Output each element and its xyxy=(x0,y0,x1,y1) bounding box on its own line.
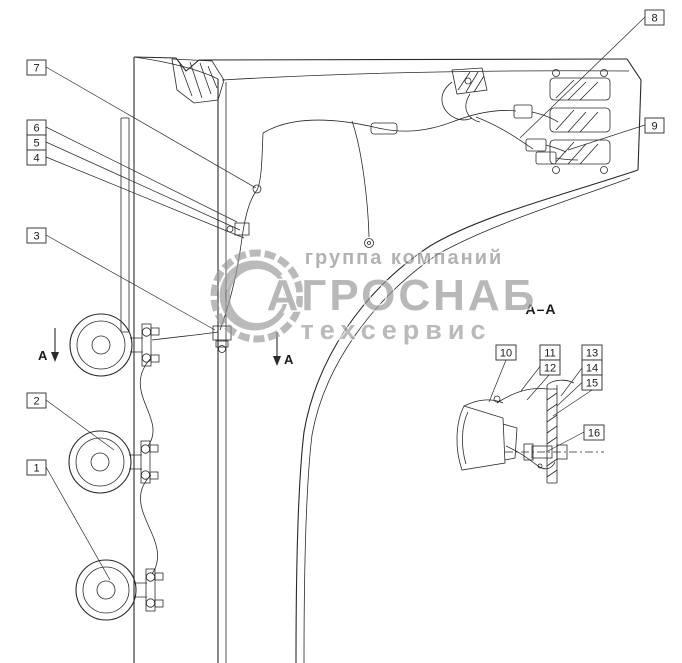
watermark-name-text: АГРОСНАБ xyxy=(267,271,538,320)
callout-14-label: 14 xyxy=(586,363,598,375)
lamp-middle xyxy=(68,430,159,494)
relay-block xyxy=(549,69,611,174)
watermark-service-text: техсервис xyxy=(301,315,492,345)
callout-5-label: 5 xyxy=(33,138,39,150)
callout-3-box xyxy=(26,227,47,244)
agrosnab-logo-icon xyxy=(210,249,304,343)
wire-clip xyxy=(252,184,262,194)
callout-16-box xyxy=(583,424,605,441)
callout-9-label: 9 xyxy=(651,121,657,133)
callout-3-label: 3 xyxy=(33,231,39,243)
callout-13-label: 13 xyxy=(586,348,598,360)
connector-plugs xyxy=(513,104,579,165)
callout-7-box xyxy=(26,59,47,76)
callout-9-box xyxy=(644,117,665,134)
section-view-title: A–A xyxy=(525,301,556,317)
callout-16-label: 16 xyxy=(588,428,600,440)
callout-4-label: 4 xyxy=(33,153,39,165)
callout-11-label: 11 xyxy=(544,348,555,360)
lamp-bottom xyxy=(75,559,164,621)
wiring-harness xyxy=(139,110,534,575)
callout-12-label: 12 xyxy=(544,363,556,375)
callout-7-label: 7 xyxy=(33,63,39,75)
callout-12-box xyxy=(539,359,561,376)
callout-10-label: 10 xyxy=(500,348,512,360)
callout-1-label: 1 xyxy=(33,463,39,475)
cut-marker-left-label: A xyxy=(38,348,48,363)
top-bracket xyxy=(441,67,488,123)
callout-10-box xyxy=(495,344,517,361)
callout-2-label: 2 xyxy=(33,396,39,408)
section-view: A–A xyxy=(456,301,604,484)
callout-8-label: 8 xyxy=(651,13,657,25)
callout-15-label: 15 xyxy=(586,378,598,390)
cab-outline xyxy=(120,56,642,663)
callout-4-box xyxy=(26,149,47,166)
callout-8-box xyxy=(644,9,665,26)
callout-1-box xyxy=(26,459,47,476)
callout-6-label: 6 xyxy=(33,123,39,135)
cut-marker-left: A xyxy=(38,328,59,363)
callout-15-box xyxy=(581,374,603,391)
watermark-group-text: группа компаний xyxy=(305,247,504,269)
watermark: группа компаний АГРОСНАБ техсервис xyxy=(210,246,538,347)
cut-marker-right-label: A xyxy=(284,352,294,367)
clamp-bracket xyxy=(234,222,250,236)
callout-2-box xyxy=(26,392,47,409)
lamp-top xyxy=(69,313,160,377)
callouts: 7 6 5 4 3 2 1 8 9 10 xyxy=(26,9,665,581)
